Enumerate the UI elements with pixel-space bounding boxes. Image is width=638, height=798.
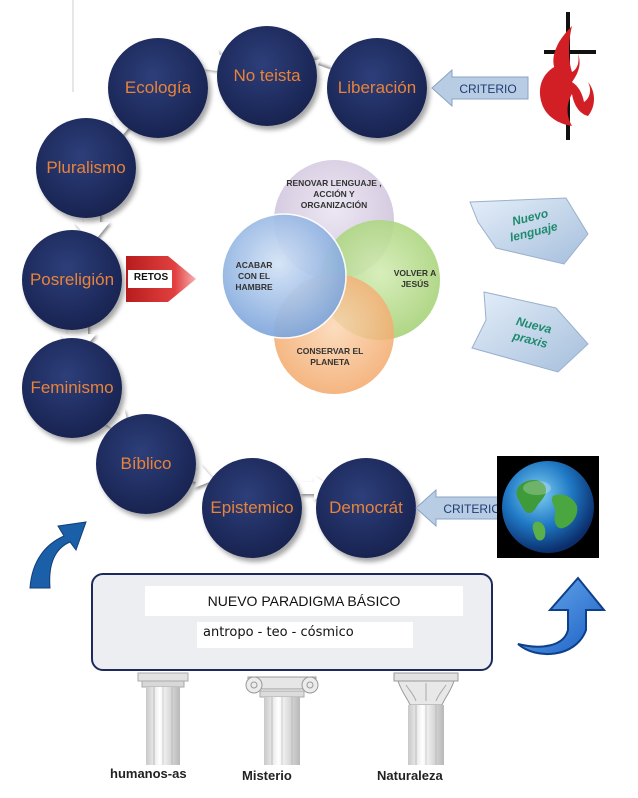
circle-no-teista: No teista: [217, 26, 317, 126]
pillar-right-icon: [393, 672, 459, 765]
nuevo-lenguaje-arrow: [469, 197, 589, 265]
pillar-middle-icon: [245, 676, 319, 765]
criterio-arrow-bottom: CRITERIO: [415, 488, 513, 528]
circle-label: Democrát: [329, 498, 403, 517]
paradigm-title: NUEVO PARADIGMA BÁSICO: [145, 586, 463, 616]
retos-arrow: [126, 256, 196, 302]
circle-ecologia: Ecología: [108, 38, 208, 138]
circle-epistemico: Epistemico: [202, 458, 302, 558]
arrow-pluralismo-to-posreligion: [74, 208, 110, 244]
circle-liberacion: Liberación: [327, 38, 427, 138]
venn-diagram: [221, 160, 440, 394]
circle-biblico: Bíblico: [96, 414, 196, 514]
circle-posreligion: Posreligión: [22, 230, 122, 330]
globe-box: [497, 456, 599, 558]
venn-label-left: ACABAR CON EL HAMBRE: [235, 260, 273, 292]
circle-label: Posreligión: [29, 270, 115, 289]
pillar-label-left: humanos-as: [110, 766, 187, 781]
pillar-left-icon: [137, 672, 189, 765]
circle-label: Pluralismo: [46, 158, 126, 177]
paradigm-subtitle: antropo - teo - cósmico: [197, 622, 413, 648]
curved-arrow-right-icon: [517, 576, 607, 656]
faint-line: [72, 0, 74, 92]
circle-feminismo: Feminismo: [22, 338, 122, 438]
criterio-bottom-label: CRITERIO: [443, 502, 500, 516]
circle-democrat: Democrát: [316, 458, 416, 558]
circle-label: Ecología: [124, 78, 192, 97]
circle-label: Feminismo: [30, 378, 114, 397]
nueva-praxis-arrow: [471, 291, 589, 373]
criterio-top-label: CRITERIO: [459, 82, 516, 96]
circle-label: Liberación: [337, 78, 417, 97]
curved-arrow-left-icon: [24, 504, 88, 594]
circle-label: Bíblico: [120, 454, 172, 473]
arrow-epistemico-to-democrat: [300, 476, 334, 500]
venn-label-right: VOLVER A JESÚS: [393, 268, 437, 289]
venn-circle-left: [221, 213, 347, 339]
circle-pluralismo: Pluralismo: [36, 118, 136, 218]
circle-label: No teista: [233, 66, 301, 85]
pillar-label-right: Naturaleza: [377, 768, 443, 783]
venn-label-top: RENOVAR LENGUAJE , ACCIÓN Y ORGANIZACIÓN: [286, 178, 382, 210]
cross-flame-logo: [539, 12, 596, 140]
retos-label: RETOS: [133, 272, 169, 283]
globe-icon: [502, 461, 594, 553]
circle-label: Epistemico: [210, 498, 294, 517]
criterio-arrow-top: CRITERIO: [431, 68, 529, 108]
pillar-label-middle: Misterio: [242, 768, 292, 783]
venn-label-bottom: CONSERVAR EL PLANETA: [296, 346, 364, 367]
